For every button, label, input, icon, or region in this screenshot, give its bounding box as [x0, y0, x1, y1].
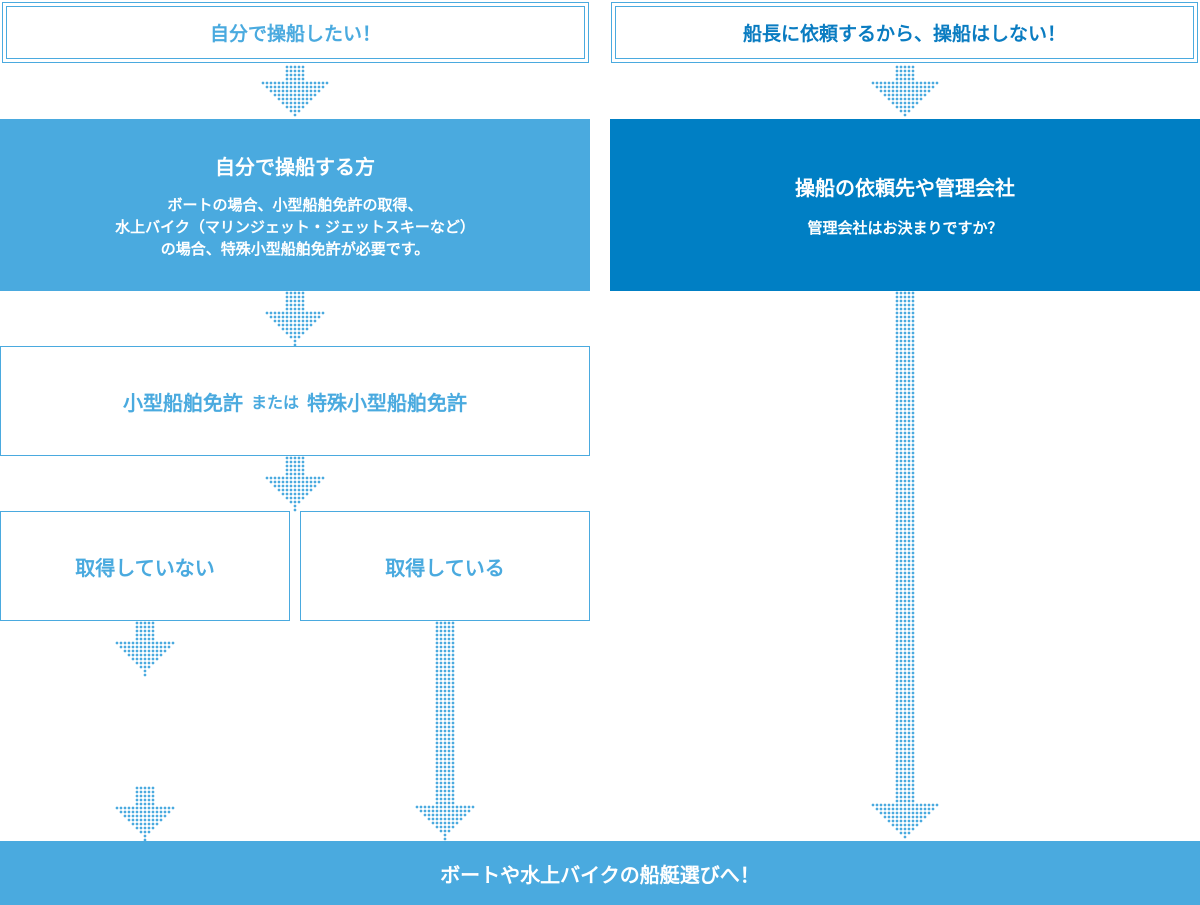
arrow-down-icon [261, 65, 329, 117]
footer-bar: ボートや水上バイクの船艇選びへ！ [0, 841, 1200, 905]
footer-text: ボートや水上バイクの船艇選びへ！ [440, 862, 760, 887]
self-operate-box: 自分で操船する方 ボートの場合、小型船舶免許の取得、 水上バイク（マリンジェット… [0, 119, 590, 291]
arrow-down-icon [265, 291, 325, 347]
arrow-down-icon [265, 456, 325, 512]
not-obtained-box: 取得していない [0, 511, 290, 621]
license-small: 小型船舶免許 [122, 390, 243, 415]
obtained-box: 取得している [300, 511, 590, 621]
arrow-down-icon [871, 65, 939, 117]
self-operate-title: 自分で操船する方 [215, 154, 375, 179]
self-operate-line2: 水上バイク（マリンジェット・ジェットスキーなど） [115, 217, 475, 236]
license-conjunction: または [250, 393, 299, 412]
obtained-text: 取得している [385, 555, 505, 580]
left-header-box: 自分で操船したい！ [2, 2, 589, 63]
self-operate-line3: の場合、特殊小型船舶免許が必要です。 [160, 239, 430, 258]
request-subtitle: 管理会社はお決まりですか？ [807, 219, 1003, 237]
license-box: 小型船舶免許 または 特殊小型船舶免許 [0, 346, 590, 456]
self-operate-line1: ボートの場合、小型船舶免許の取得、 [167, 195, 423, 214]
right-header-text: 船長に依頼するから、操船はしない！ [742, 23, 1066, 45]
arrow-down-icon [115, 786, 175, 842]
right-header-box: 船長に依頼するから、操船はしない！ [611, 2, 1198, 63]
left-header-text: 自分で操船したい！ [209, 23, 381, 45]
arrow-down-icon [115, 621, 175, 677]
arrow-down-icon [415, 621, 475, 841]
request-title: 操船の依頼先や管理会社 [795, 176, 1015, 200]
not-obtained-text: 取得していない [75, 555, 215, 580]
request-box: 操船の依頼先や管理会社 管理会社はお決まりですか？ [610, 119, 1200, 291]
arrow-down-icon [871, 291, 939, 839]
license-special: 特殊小型船舶免許 [307, 390, 467, 415]
